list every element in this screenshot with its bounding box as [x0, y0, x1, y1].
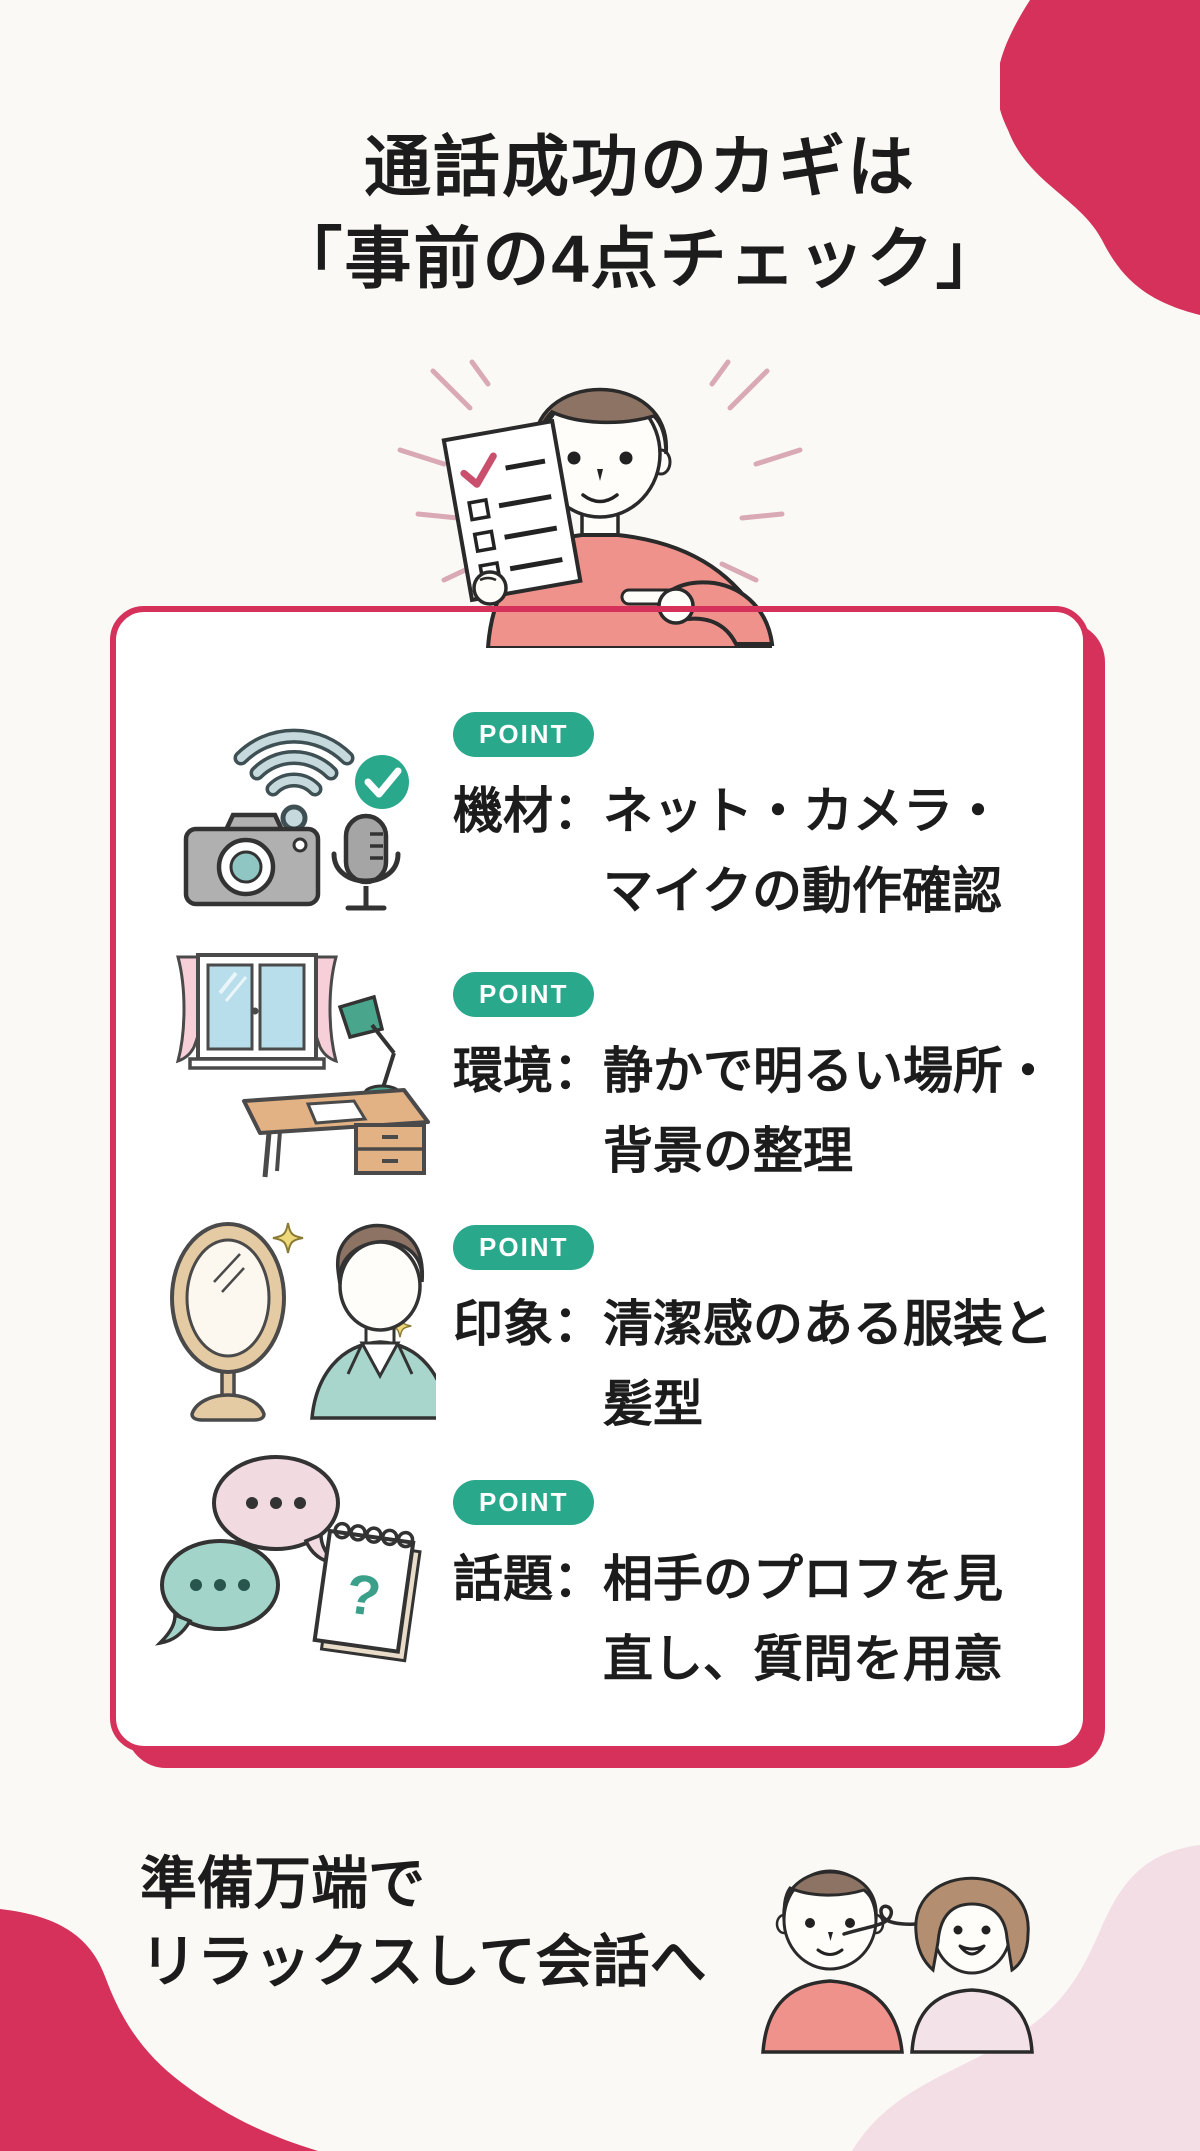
point-row-equipment: POINT 機材： ネット・カメラ・ マイクの動作確認 [118, 672, 1080, 924]
footer-message: 準備万端で リラックスして会話へ [140, 1845, 707, 2001]
two-people-connected-illustration [761, 1869, 1034, 2054]
person-holding-checklist-illustration [397, 359, 803, 648]
point-badge: POINT [453, 1225, 595, 1270]
point-body-line1: 相手のプロフを見 [603, 1551, 1003, 1607]
mirror-grooming-icon [169, 1222, 436, 1422]
point-body-line2: マイクの動作確認 [603, 863, 1002, 919]
man [761, 1869, 904, 2054]
top-right-red-blob [1000, 0, 1200, 315]
card-top-border [144, 606, 1055, 612]
point-label: 環境： [453, 1043, 603, 1099]
title-line2: 「事前の4点チェック」 [275, 222, 1005, 297]
checklist-card [110, 606, 1089, 1752]
point-body-line1: 清潔感のある服装と [603, 1296, 1053, 1352]
checklist-paper [441, 418, 583, 603]
person-head [528, 387, 672, 519]
bottom-left-red-blob [0, 1909, 318, 2151]
point-label: 印象： [453, 1296, 603, 1352]
point-row-appearance: POINT 印象： 清潔感のある服装と 髪型 [118, 1185, 1080, 1437]
point-body-line1: 静かで明るい場所・ [603, 1043, 1053, 1099]
point-badge: POINT [453, 712, 595, 757]
title-line1: 通話成功のカギは [364, 130, 916, 205]
bottom-right-pink-blob [852, 1845, 1200, 2151]
spiral-notepad: ? [311, 1521, 422, 1663]
microphone [331, 813, 400, 911]
radiating-lines [397, 359, 803, 583]
point-body-line1: ネット・カメラ・ [603, 783, 1003, 839]
holding-hand [472, 570, 508, 606]
footer-line1: 準備万端で [140, 1852, 425, 1916]
standing-mirror [169, 1222, 286, 1422]
point-label: 機材： [453, 783, 603, 839]
point-text-equipment: 機材： ネット・カメラ・ マイクの動作確認 [453, 771, 1080, 931]
page-title: 通話成功のカギは 「事前の4点チェック」 [40, 122, 1200, 306]
point-body-line2: 背景の整理 [603, 1123, 853, 1179]
point-badge: POINT [453, 1480, 595, 1525]
camera [183, 812, 320, 907]
window [175, 953, 338, 1070]
teal-speech-bubble [154, 1539, 280, 1646]
groomed-person [309, 1224, 436, 1420]
point-body-line2: 髪型 [603, 1376, 703, 1432]
camera-mic-wifi-icon [183, 728, 409, 911]
desk [241, 1088, 430, 1178]
footer-line2: リラックスして会話へ [140, 1930, 707, 1994]
point-row-environment: POINT 環境： 静かで明るい場所・ 背景の整理 [118, 932, 1080, 1184]
point-body-line2: 直し、質問を用意 [603, 1631, 1003, 1687]
window-desk-lamp-icon [175, 953, 430, 1178]
point-label: 話題： [453, 1551, 603, 1607]
woman [910, 1876, 1034, 2054]
point-badge: POINT [453, 972, 595, 1017]
point-text-environment: 環境： 静かで明るい場所・ 背景の整理 [453, 1031, 1080, 1191]
wifi-arcs [233, 728, 354, 832]
point-row-topics: ? POINT 話題： 相手のプロフを見 直し、質問を用意 [118, 1440, 1080, 1692]
desk-lamp [337, 994, 400, 1102]
check-circle [354, 755, 409, 809]
pink-speech-bubble [211, 1455, 340, 1566]
point-text-topics: 話題： 相手のプロフを見 直し、質問を用意 [453, 1539, 1080, 1699]
point-text-appearance: 印象： 清潔感のある服装と 髪型 [453, 1284, 1080, 1444]
speech-bubbles-notepad-icon: ? [154, 1455, 422, 1663]
pointing-hand [620, 580, 775, 646]
